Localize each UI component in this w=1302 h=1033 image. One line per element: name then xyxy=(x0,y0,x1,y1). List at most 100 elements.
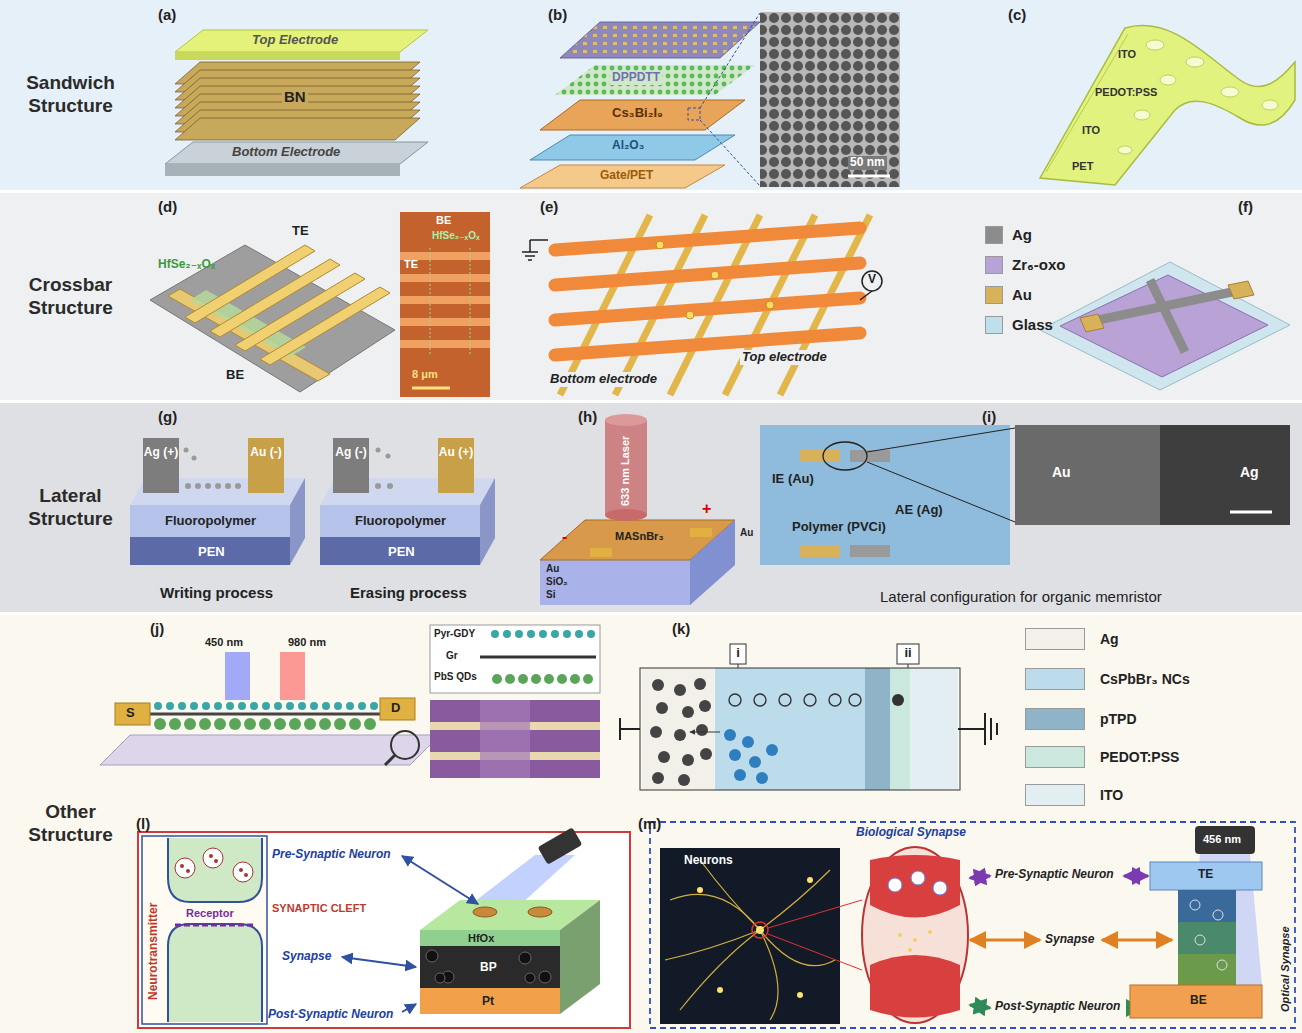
legend-swatch xyxy=(985,256,1003,274)
part-label: Fluoropolymer xyxy=(355,514,446,529)
part-label: Ag (-) xyxy=(333,446,369,460)
part-label: Au xyxy=(740,527,753,539)
part-label: Synapse xyxy=(1045,933,1094,947)
legend-text: ITO xyxy=(1100,787,1123,803)
part-label: PbS QDs xyxy=(434,671,477,683)
part-label: i xyxy=(730,646,746,661)
legend-swatch xyxy=(1025,746,1085,768)
panel-letter: (a) xyxy=(158,6,176,23)
part-label: AE (Ag) xyxy=(895,503,943,518)
structure-band: Lateral Structure xyxy=(0,403,1302,612)
part-label: Ag xyxy=(1240,464,1259,480)
part-label: BE xyxy=(1190,994,1207,1008)
part-label: Receptor xyxy=(186,907,234,920)
part-label: Au xyxy=(546,563,559,575)
part-label: PEN xyxy=(198,545,225,560)
part-label: D xyxy=(391,701,400,716)
part-label: TE xyxy=(1198,868,1213,882)
panel-letter: (e) xyxy=(540,198,558,215)
part-label: + xyxy=(702,500,711,518)
legend-text: Glass xyxy=(1012,316,1053,333)
part-label: Neurons xyxy=(684,854,733,868)
part-label: 450 nm xyxy=(205,636,243,649)
part-label: Optical Synapse xyxy=(1279,926,1292,1012)
row-label: Sandwich Structure xyxy=(8,72,133,118)
part-label: Gate/PET xyxy=(600,169,653,183)
part-label: HfOx xyxy=(468,932,494,945)
legend-text: pTPD xyxy=(1100,711,1137,727)
row-label: Other Structure xyxy=(8,801,133,847)
part-label: 456 nm xyxy=(1203,833,1241,846)
legend-swatch xyxy=(985,316,1003,334)
part-label: Pt xyxy=(482,995,494,1009)
panel-letter: (c) xyxy=(1008,6,1026,23)
structure-band: Crossbar Structure xyxy=(0,193,1302,400)
part-label: Pre-Synaptic Neuron xyxy=(272,848,391,862)
legend-swatch xyxy=(1025,668,1085,690)
part-label: Post-Synaptic Neuron xyxy=(995,1000,1120,1014)
legend-text: Zr₆-oxo xyxy=(1012,256,1065,273)
part-label: ITO xyxy=(1118,48,1136,61)
part-label: SiO₂ xyxy=(546,576,568,588)
part-label: PEN xyxy=(388,545,415,560)
panel-letter: (m) xyxy=(638,815,661,832)
panel-letter: (d) xyxy=(158,198,177,215)
panel-letter: (h) xyxy=(578,408,597,425)
part-label: Post-Synaptic Neuron xyxy=(268,1008,393,1022)
part-label: BN xyxy=(282,88,308,105)
part-label: Au xyxy=(1052,464,1071,480)
part-label: ITO xyxy=(1082,124,1100,137)
part-label: BE xyxy=(436,214,451,227)
part-label: Biological Synapse xyxy=(856,826,966,840)
part-label: TE xyxy=(404,258,418,271)
part-label: Synapse xyxy=(282,950,331,964)
legend-text: CsPbBr₃ NCs xyxy=(1100,671,1190,687)
legend-swatch xyxy=(985,226,1003,244)
part-label: Lateral configuration for organic memris… xyxy=(880,588,1162,605)
part-label: BP xyxy=(480,961,497,975)
part-label: Au (+) xyxy=(438,446,474,460)
panel-letter: (j) xyxy=(150,620,164,637)
part-label: SYNAPTIC CLEFT xyxy=(272,902,366,915)
part-label: Neurotransmitter xyxy=(147,903,161,1000)
row-label: Lateral Structure xyxy=(8,485,133,531)
panel-letter: (i) xyxy=(982,408,996,425)
part-label: 980 nm xyxy=(288,636,326,649)
part-label: Pre-Synaptic Neuron xyxy=(995,868,1114,882)
part-label: PET xyxy=(1072,160,1093,173)
part-label: Pyr-GDY xyxy=(434,628,475,640)
part-label: HfSe₂₋ₓOₓ xyxy=(158,258,215,272)
panel-letter: (b) xyxy=(548,6,567,23)
part-label: Writing process xyxy=(160,584,273,601)
part-label: Au (-) xyxy=(248,446,284,460)
legend-swatch xyxy=(1025,628,1085,650)
part-label: BE xyxy=(226,368,244,383)
part-label: Ag (+) xyxy=(143,446,179,460)
legend-text: Ag xyxy=(1100,631,1119,647)
panel-letter: (g) xyxy=(158,408,177,425)
part-label: Bottom Electrode xyxy=(232,145,340,160)
part-label: 8 μm xyxy=(412,368,438,381)
part-label: Si xyxy=(546,589,555,601)
part-label: - xyxy=(562,528,567,546)
part-label: TE xyxy=(292,224,309,239)
part-label: DPPDTT xyxy=(610,71,662,85)
row-label: Crossbar Structure xyxy=(8,274,133,320)
part-label: Gr xyxy=(446,650,458,662)
part-label: S xyxy=(126,706,135,721)
part-label: Polymer (PVCi) xyxy=(792,520,886,535)
part-label: Cs₃Bi₂I₉ xyxy=(612,106,663,121)
panel-letter: (l) xyxy=(136,815,150,832)
part-label: 50 nm xyxy=(848,156,887,170)
part-label: IE (Au) xyxy=(772,472,814,487)
part-label: HfSe₂₋ₓOₓ xyxy=(432,230,480,242)
part-label: MASnBr₃ xyxy=(615,530,663,543)
part-label: 633 nm Laser xyxy=(619,436,632,506)
legend-text: PEDOT:PSS xyxy=(1100,749,1179,765)
legend-swatch xyxy=(985,286,1003,304)
panel-letter: (f) xyxy=(1238,198,1253,215)
legend-swatch xyxy=(1025,708,1085,730)
part-label: Fluoropolymer xyxy=(165,514,256,529)
part-label: Erasing process xyxy=(350,584,467,601)
